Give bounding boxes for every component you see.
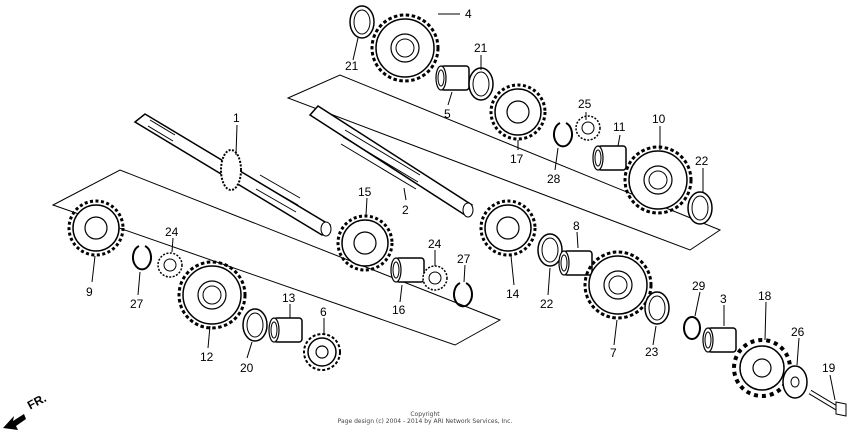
copyright-line-1: Copyright [410, 411, 440, 418]
bushing-part-16 [390, 257, 425, 283]
callout-25: 25 [578, 97, 592, 111]
callout-24-right: 24 [428, 237, 442, 251]
circlip-part-27-right [453, 282, 473, 308]
callout-3: 3 [720, 292, 727, 306]
callout-21-mid: 21 [474, 41, 488, 55]
oring-part-29 [683, 316, 701, 340]
callout-4: 4 [465, 7, 472, 21]
washer-part-22-right [687, 191, 713, 225]
callout-17: 17 [510, 152, 524, 166]
leader-lines [91, 13, 836, 401]
gear-part-17 [489, 83, 547, 141]
callout-11: 11 [613, 120, 626, 134]
callout-28: 28 [547, 172, 561, 186]
copyright-line-2: Page design (c) 2004 - 2014 by ARI Netwo… [337, 418, 513, 425]
bushing-part-13 [268, 317, 303, 343]
callout-6: 6 [320, 305, 327, 319]
callout-24-left: 24 [165, 225, 179, 239]
callout-10: 10 [652, 112, 666, 126]
gear-part-15 [336, 214, 394, 272]
washer-part-20 [242, 308, 268, 342]
callout-9: 9 [86, 285, 93, 299]
circlip-part-27-left [132, 245, 152, 271]
callout-7: 7 [610, 346, 617, 360]
callout-15: 15 [358, 185, 372, 199]
callout-5: 5 [444, 107, 451, 121]
bushing-part-3 [702, 327, 737, 353]
gear-part-14 [479, 199, 537, 257]
callout-22-right: 22 [695, 154, 709, 168]
callout-29: 29 [692, 279, 706, 293]
washer-part-21-mid [468, 67, 494, 101]
countershaft-group-outline [286, 74, 722, 251]
gear-part-10 [623, 145, 693, 215]
callout-2: 2 [402, 203, 409, 217]
gear-part-4 [370, 13, 440, 83]
splined-washer-part-24-left [157, 252, 183, 278]
bolt-part-19 [808, 389, 847, 417]
callout-8: 8 [573, 219, 580, 233]
bushing-part-11 [592, 145, 627, 171]
washer-part-23 [644, 291, 670, 325]
gear-part-9 [67, 199, 125, 257]
washer-part-21-top [349, 5, 375, 39]
mainshaft-part-1 [133, 113, 332, 237]
circlip-part-28 [553, 122, 573, 148]
callout-22-lower: 22 [540, 297, 554, 311]
splined-washer-part-25 [575, 115, 601, 141]
washer-part-22-lower [537, 233, 563, 267]
callout-20: 20 [240, 361, 254, 375]
countershaft-part-2 [308, 105, 474, 218]
callout-26: 26 [791, 325, 805, 339]
sprocket-part-18 [732, 338, 792, 398]
callout-23: 23 [645, 345, 659, 359]
callout-1: 1 [233, 111, 240, 125]
gear-part-7 [583, 250, 653, 320]
callout-16: 16 [392, 303, 406, 317]
gear-part-6 [303, 333, 341, 371]
callout-18: 18 [758, 289, 772, 303]
callout-14: 14 [506, 287, 520, 301]
callout-27-left: 27 [130, 297, 144, 311]
front-direction-arrow-icon [3, 414, 26, 430]
bushing-part-5 [435, 65, 470, 91]
splined-washer-part-24-right [422, 265, 448, 291]
callout-12: 12 [200, 350, 214, 364]
plate-part-26 [782, 365, 808, 399]
callout-27-right: 27 [457, 252, 471, 266]
gear-part-12 [177, 260, 247, 330]
callout-13: 13 [282, 291, 296, 305]
callout-21-top: 21 [345, 59, 359, 73]
callout-19: 19 [822, 361, 836, 375]
mainshaft-group-outline [51, 169, 502, 346]
